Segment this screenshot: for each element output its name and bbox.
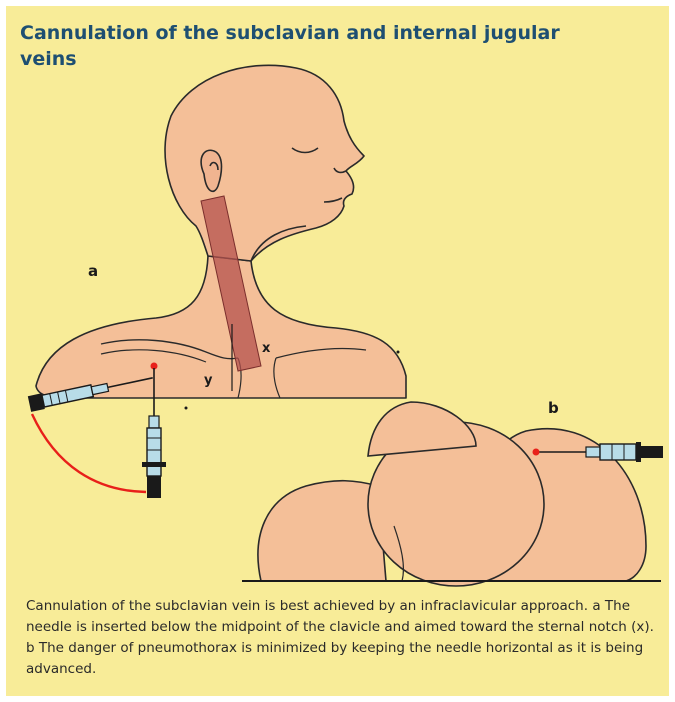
figure-title: Cannulation of the subclavian and intern… bbox=[20, 20, 620, 72]
point-y-label: y bbox=[204, 373, 213, 388]
figure-caption: Cannulation of the subclavian vein is be… bbox=[26, 596, 656, 680]
panel-a-label: a bbox=[88, 262, 98, 280]
point-x-label: x bbox=[262, 341, 271, 356]
insertion-point-b bbox=[533, 449, 540, 456]
panel-b-figure bbox=[258, 402, 646, 586]
panel-b-label: b bbox=[548, 399, 559, 417]
needle-rotation-arc bbox=[32, 414, 146, 492]
torso-top bbox=[368, 402, 476, 456]
left-shoulder bbox=[258, 481, 386, 581]
illustration: a x y bbox=[6, 6, 669, 696]
figure-page: a x y bbox=[6, 6, 669, 696]
head bbox=[165, 65, 364, 261]
